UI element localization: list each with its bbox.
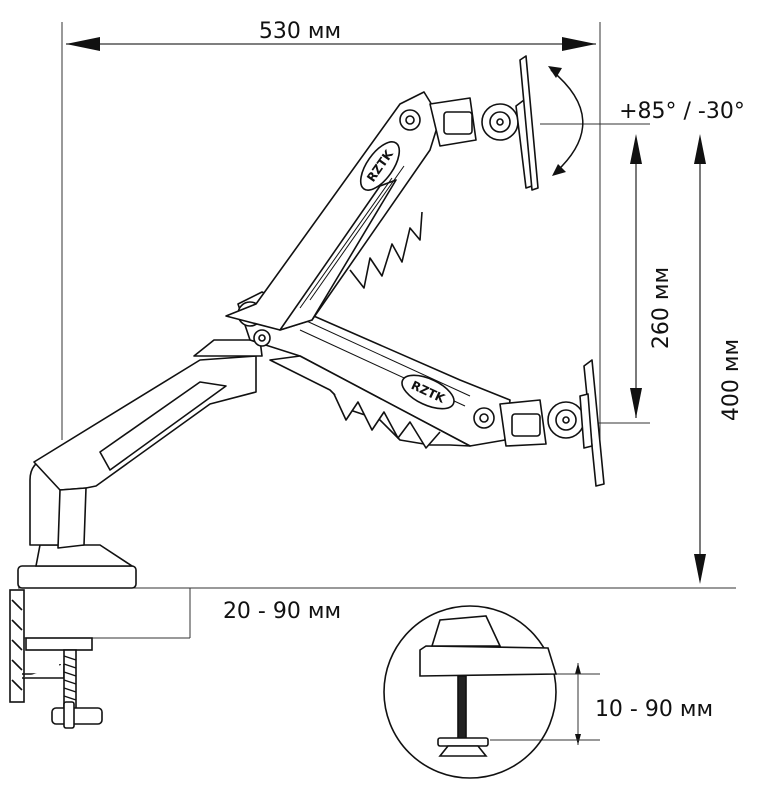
tilt-range-label: +85° / -30° [619,99,745,124]
tilt-arrow-icon [548,66,584,176]
width-dimension-label: 530 мм [259,19,341,44]
upper-gas-arm [225,91,441,331]
lower-vesa-head [499,359,605,487]
height-260-label: 260 мм [649,267,674,349]
base-arm [29,339,263,549]
height-400-label: 400 мм [719,339,744,421]
upper-vesa-head [429,55,539,191]
dimension-guides [18,22,736,745]
grommet-detail [383,605,558,779]
grommet-thickness-label: 10 - 90 мм [595,697,713,722]
desk-thickness-label: 20 - 90 мм [223,599,341,624]
desk-clamp [9,544,137,729]
